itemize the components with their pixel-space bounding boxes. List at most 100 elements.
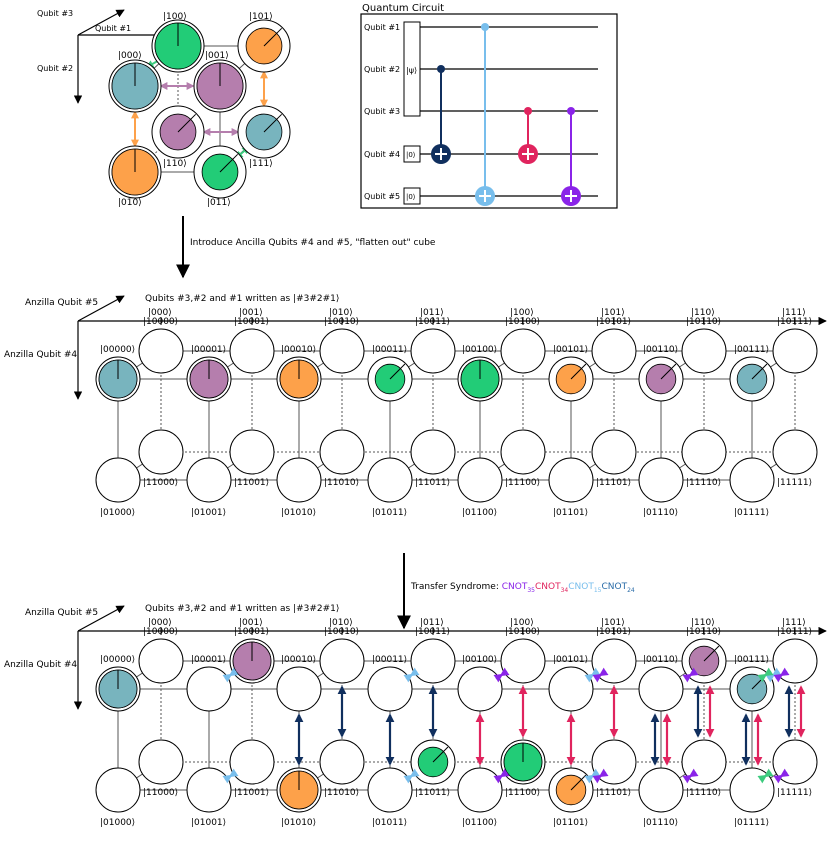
state-node <box>138 739 184 785</box>
state-node <box>367 767 413 813</box>
psi-label: |ψ⟩ <box>406 66 417 75</box>
cnot-label: CNOT <box>568 582 594 592</box>
state-node <box>457 666 503 712</box>
ancilla5-label: Anzilla Qubit #5 <box>25 298 98 308</box>
state-node <box>457 767 503 813</box>
state-node <box>772 328 818 374</box>
state-node <box>276 767 322 813</box>
cube-state-node <box>193 59 247 113</box>
cube-state-label: |111⟩ <box>249 159 273 169</box>
state-node <box>729 356 775 402</box>
grid-tick-label: |000⟩ <box>148 308 172 318</box>
state-node <box>95 457 141 503</box>
state-node <box>638 356 684 402</box>
grid-tick-label: |111⟩ <box>782 618 806 628</box>
state-label: |00100⟩ <box>462 655 497 665</box>
state-label: |10001⟩ <box>234 317 269 327</box>
ancilla-init-label: |0⟩ <box>406 193 416 201</box>
grid-tick-label: |010⟩ <box>329 618 353 628</box>
cnot-subscript: 24 <box>627 587 635 594</box>
state-label: |00110⟩ <box>643 345 678 355</box>
state-node <box>729 767 775 813</box>
circuit-qubit-label: Qubit #2 <box>364 65 400 74</box>
state-label: |01001⟩ <box>191 508 226 518</box>
state-node <box>548 356 594 402</box>
step2-caption-prefix: Transfer Syndrome: <box>410 582 502 592</box>
state-node <box>186 356 232 402</box>
cube-axes: Qubit #3 Qubit #1 Qubit #2 <box>37 9 169 104</box>
state-label: |01101⟩ <box>553 508 588 518</box>
ancilla4-label: Anzilla Qubit #4 <box>4 660 77 670</box>
state-node <box>410 328 456 374</box>
state-node <box>591 328 637 374</box>
ancilla5-label: Anzilla Qubit #5 <box>25 608 98 618</box>
cube-edges <box>134 45 265 173</box>
state-node <box>548 666 594 712</box>
cube-state-node <box>237 19 291 73</box>
state-node <box>367 666 413 712</box>
state-node <box>229 429 275 475</box>
state-label: |01110⟩ <box>643 508 678 518</box>
cube-state-label: |010⟩ <box>118 198 142 208</box>
step-arrow-1: Introduce Ancilla Qubits #4 and #5, "fla… <box>176 216 436 279</box>
state-label: |00101⟩ <box>553 345 588 355</box>
state-node <box>591 429 637 475</box>
state-node <box>319 328 365 374</box>
state-label: |01010⟩ <box>281 818 316 828</box>
grid-nodes: |10000⟩|11000⟩|00000⟩|01000⟩|10001⟩|1100… <box>95 627 818 828</box>
grid-tick-label: |001⟩ <box>239 618 263 628</box>
state-label: |10010⟩ <box>324 627 359 637</box>
state-label: |10110⟩ <box>686 317 721 327</box>
state-node <box>229 739 275 785</box>
state-label: |00010⟩ <box>281 345 316 355</box>
state-label: |11101⟩ <box>596 788 631 798</box>
grid-tick-label: |100⟩ <box>510 618 534 628</box>
state-label: |10011⟩ <box>415 627 450 637</box>
state-label: |01000⟩ <box>100 508 135 518</box>
state-label: |01001⟩ <box>191 818 226 828</box>
state-label: |11000⟩ <box>143 478 178 488</box>
state-label: |01100⟩ <box>462 818 497 828</box>
state-label: |11011⟩ <box>415 478 450 488</box>
state-label: |11010⟩ <box>324 788 359 798</box>
cube-state-label: |110⟩ <box>163 159 187 169</box>
state-label: |11110⟩ <box>686 788 721 798</box>
circuit-qubit-label: Qubit #3 <box>364 107 400 116</box>
state-node <box>591 739 637 785</box>
grid-tick-label: |111⟩ <box>782 308 806 318</box>
state-label: |01010⟩ <box>281 508 316 518</box>
state-label: |10100⟩ <box>505 627 540 637</box>
state-label: |11110⟩ <box>686 478 721 488</box>
cnot-subscript: 35 <box>527 587 535 594</box>
state-label: |10101⟩ <box>596 627 631 637</box>
state-node <box>548 767 594 813</box>
cube-state-label: |101⟩ <box>249 12 273 22</box>
state-label: |01111⟩ <box>734 508 769 518</box>
state-node <box>138 429 184 475</box>
cnot-subscript: 34 <box>561 587 569 594</box>
cnot-gate <box>561 107 581 206</box>
cube-state-node <box>108 145 162 199</box>
cnot-label: CNOT <box>502 582 528 592</box>
psi-box <box>403 21 421 117</box>
cube-axis-label-q1: Qubit #1 <box>95 24 131 33</box>
grid-tick-label: |010⟩ <box>329 308 353 318</box>
state-label: |01111⟩ <box>734 818 769 828</box>
state-node <box>681 328 727 374</box>
cube-state-node <box>108 59 162 113</box>
state-node <box>638 767 684 813</box>
cnot-gate <box>431 65 451 164</box>
state-node <box>500 739 546 785</box>
grid-subtitle: Qubits #3,#2 and #1 written as |#3#2#1⟩ <box>145 294 339 304</box>
state-node <box>772 429 818 475</box>
step-arrow-2: Transfer Syndrome: CNOT35​CNOT34​CNOT15​… <box>397 553 635 630</box>
state-node <box>500 328 546 374</box>
state-label: |00111⟩ <box>734 345 769 355</box>
grid-tick-label: |100⟩ <box>510 308 534 318</box>
state-label: |11100⟩ <box>505 478 540 488</box>
syndrome-arrows <box>222 667 806 784</box>
state-node <box>229 638 275 684</box>
state-label: |01011⟩ <box>372 818 407 828</box>
